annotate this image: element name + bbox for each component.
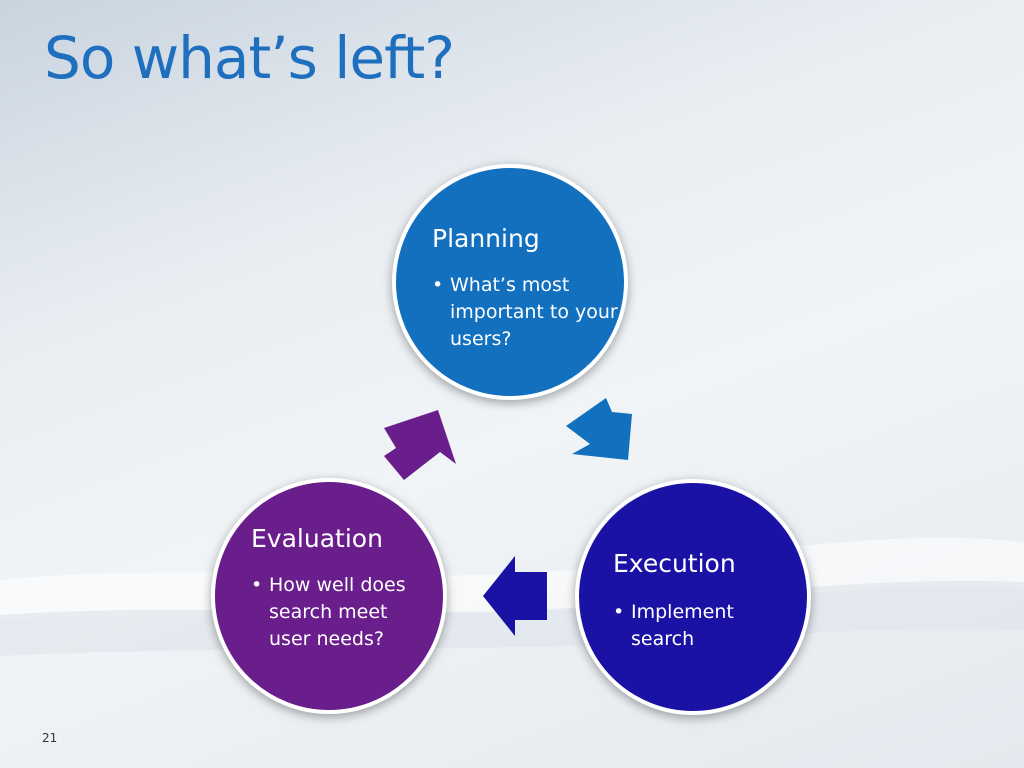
- evaluation-heading: Evaluation: [251, 524, 383, 553]
- planning-bullet: • What’s most important to your users?: [432, 272, 620, 353]
- arrow-execution-to-evaluation: [483, 556, 547, 636]
- slide-number: 21: [42, 731, 58, 745]
- planning-node: Planning • What’s most important to your…: [392, 164, 628, 400]
- execution-bullet: • Implement search: [613, 599, 801, 653]
- slide-title: So what’s left?: [44, 24, 455, 92]
- bullet-icon: •: [251, 574, 263, 596]
- execution-heading: Execution: [613, 549, 736, 578]
- planning-heading: Planning: [432, 224, 540, 253]
- evaluation-bullet-text: How well does search meet user needs?: [269, 574, 406, 650]
- execution-node: Execution • Implement search: [575, 479, 811, 715]
- planning-bullet-text: What’s most important to your users?: [450, 274, 618, 350]
- arrow-evaluation-to-planning: [384, 410, 456, 480]
- evaluation-node: Evaluation • How well does search meet u…: [211, 478, 447, 714]
- arrow-planning-to-execution: [566, 398, 632, 460]
- bullet-icon: •: [432, 274, 444, 296]
- bullet-icon: •: [613, 601, 625, 623]
- evaluation-bullet: • How well does search meet user needs?: [251, 572, 429, 653]
- execution-bullet-text: Implement search: [631, 601, 734, 650]
